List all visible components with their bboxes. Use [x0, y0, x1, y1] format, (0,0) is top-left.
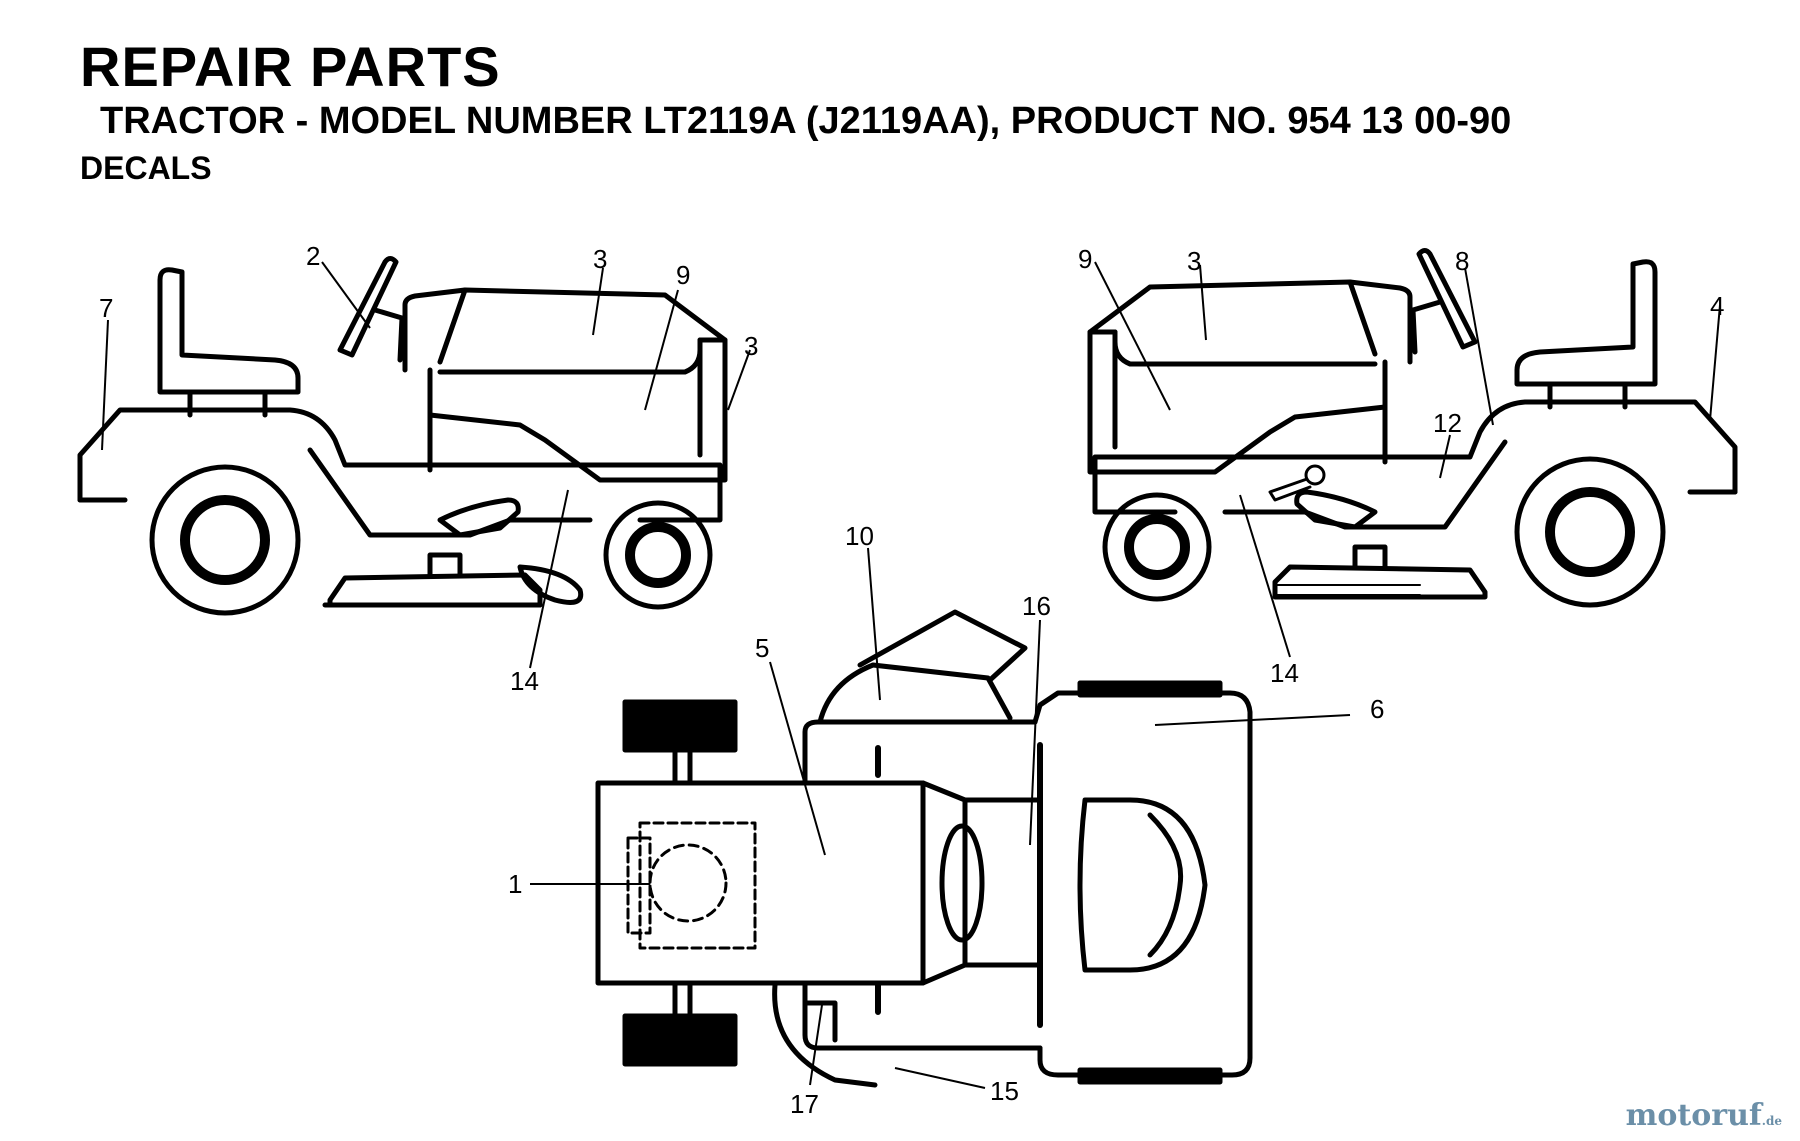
callout-labels: 2 3 9 3 7 14 9 3 8 4 12 14 10 16 5 6 1 1…: [99, 241, 1724, 1119]
callout-right-8: 8: [1455, 246, 1469, 276]
callout-left-9: 9: [676, 260, 690, 290]
tractor-left-view: [77, 256, 728, 616]
leader-lines: [101, 261, 1721, 1089]
tractor-top-view: [595, 609, 1253, 1088]
page-subtitle: TRACTOR - MODEL NUMBER LT2119A (J2119AA)…: [100, 100, 1512, 142]
tractor-right-view: [1087, 248, 1738, 608]
callout-top-5: 5: [755, 633, 769, 663]
callout-left-14: 14: [510, 666, 539, 696]
callout-top-6: 6: [1370, 694, 1384, 724]
callout-right-4: 4: [1710, 291, 1724, 321]
callout-top-1: 1: [508, 869, 522, 899]
callout-right-3: 3: [1187, 246, 1201, 276]
callout-left-3b: 3: [744, 331, 758, 361]
callout-top-17: 17: [790, 1089, 819, 1119]
callout-right-14: 14: [1270, 658, 1299, 688]
callout-left-3a: 3: [593, 244, 607, 274]
page-title: REPAIR PARTS: [80, 35, 501, 98]
section-label: DECALS: [80, 150, 212, 186]
callout-top-15: 15: [990, 1076, 1019, 1106]
watermark-logo: motoruf.de: [1625, 1098, 1782, 1133]
callout-left-2: 2: [306, 241, 320, 271]
callout-top-10: 10: [845, 521, 874, 551]
callout-right-9: 9: [1078, 244, 1092, 274]
callout-left-7: 7: [99, 293, 113, 323]
callout-right-12: 12: [1433, 408, 1462, 438]
callout-top-16: 16: [1022, 591, 1051, 621]
